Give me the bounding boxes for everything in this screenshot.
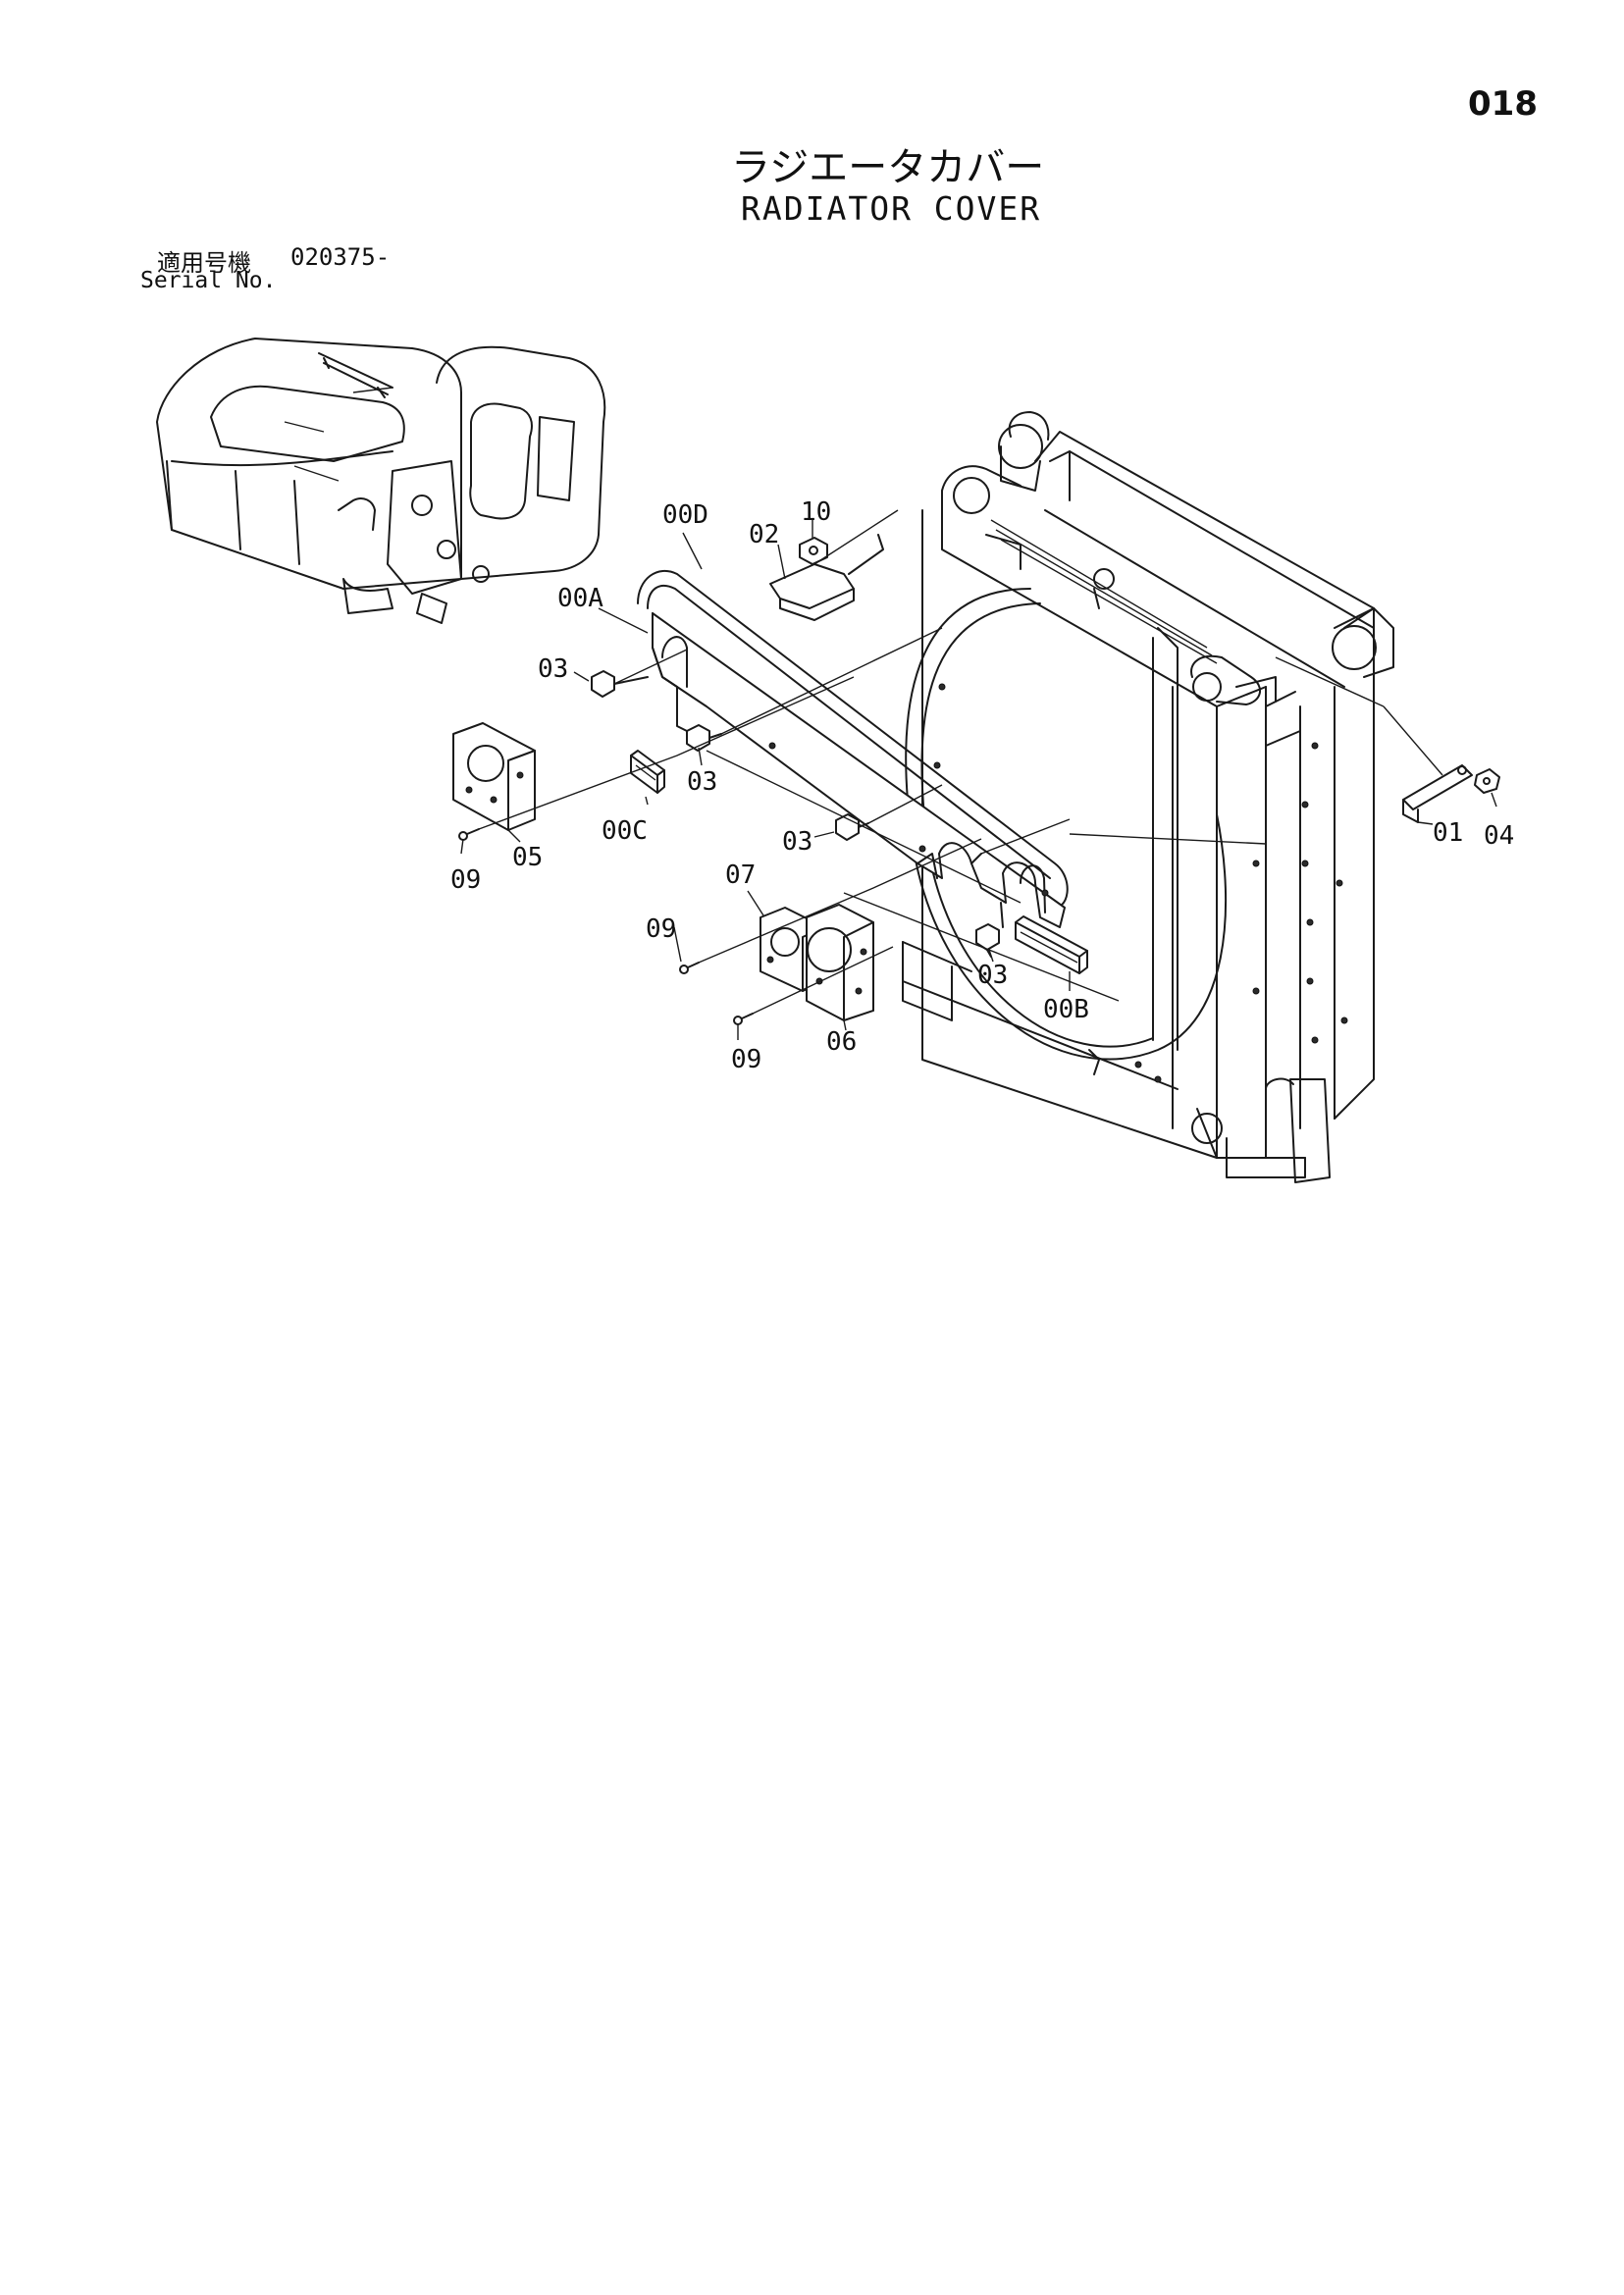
part-02-bracket xyxy=(769,534,884,621)
serial-label-english: Serial No. xyxy=(140,268,277,293)
page-number: 018 xyxy=(1468,84,1538,124)
rivet-dots xyxy=(933,683,1348,1083)
part-00d-rubber-rail xyxy=(637,569,1069,910)
part-03-bolt-d xyxy=(975,923,1000,958)
callout-03-c: 03 xyxy=(782,827,812,857)
part-09-screw-b xyxy=(679,962,700,974)
part-09-screw-c xyxy=(733,1013,754,1025)
callout-00b: 00B xyxy=(1043,995,1089,1024)
title-japanese: ラジエータカバー xyxy=(731,145,1045,190)
assembly-guide-lines xyxy=(478,509,1443,1015)
callout-00a: 00A xyxy=(557,584,603,613)
part-01-bracket xyxy=(1402,764,1473,823)
callout-10: 10 xyxy=(801,497,831,527)
callout-03-b: 03 xyxy=(687,767,717,797)
part-04-bolt xyxy=(1474,768,1500,794)
callout-09-b: 09 xyxy=(646,914,676,944)
part-00a-cover-panel xyxy=(652,612,1066,928)
part-05-plate xyxy=(452,722,536,831)
callout-labels: 00D 02 10 00A 03 03 00C 05 09 03 07 09 0… xyxy=(450,497,1514,1074)
callout-04: 04 xyxy=(1484,821,1514,851)
callout-00c: 00C xyxy=(602,816,648,846)
callout-06: 06 xyxy=(826,1027,857,1057)
excavator-overview xyxy=(156,338,606,624)
part-09-screw-a xyxy=(458,828,480,841)
part-10-nut xyxy=(799,537,828,565)
serial-label-japanese: 適用号機 xyxy=(157,249,251,277)
part-03-bolt-a xyxy=(591,670,649,698)
callout-00d: 00D xyxy=(662,500,708,530)
callout-03-d: 03 xyxy=(977,961,1008,990)
part-06-plate xyxy=(806,904,874,1021)
part-03-bolt-c xyxy=(835,813,869,841)
callout-05: 05 xyxy=(512,843,543,872)
radiator-assembly xyxy=(902,411,1394,1183)
leader-lines xyxy=(460,520,1497,1040)
serial-number: 020375- xyxy=(290,243,391,271)
callout-01: 01 xyxy=(1433,818,1463,848)
callout-09-c: 09 xyxy=(731,1045,761,1074)
callout-03-a: 03 xyxy=(538,654,568,684)
callout-07: 07 xyxy=(725,861,756,890)
part-00c-rubber-pad xyxy=(630,750,665,794)
part-00b-rubber-pad xyxy=(1015,915,1088,974)
callout-09-a: 09 xyxy=(450,865,481,895)
callout-02: 02 xyxy=(749,520,779,549)
title-english: RADIATOR COVER xyxy=(741,189,1042,228)
